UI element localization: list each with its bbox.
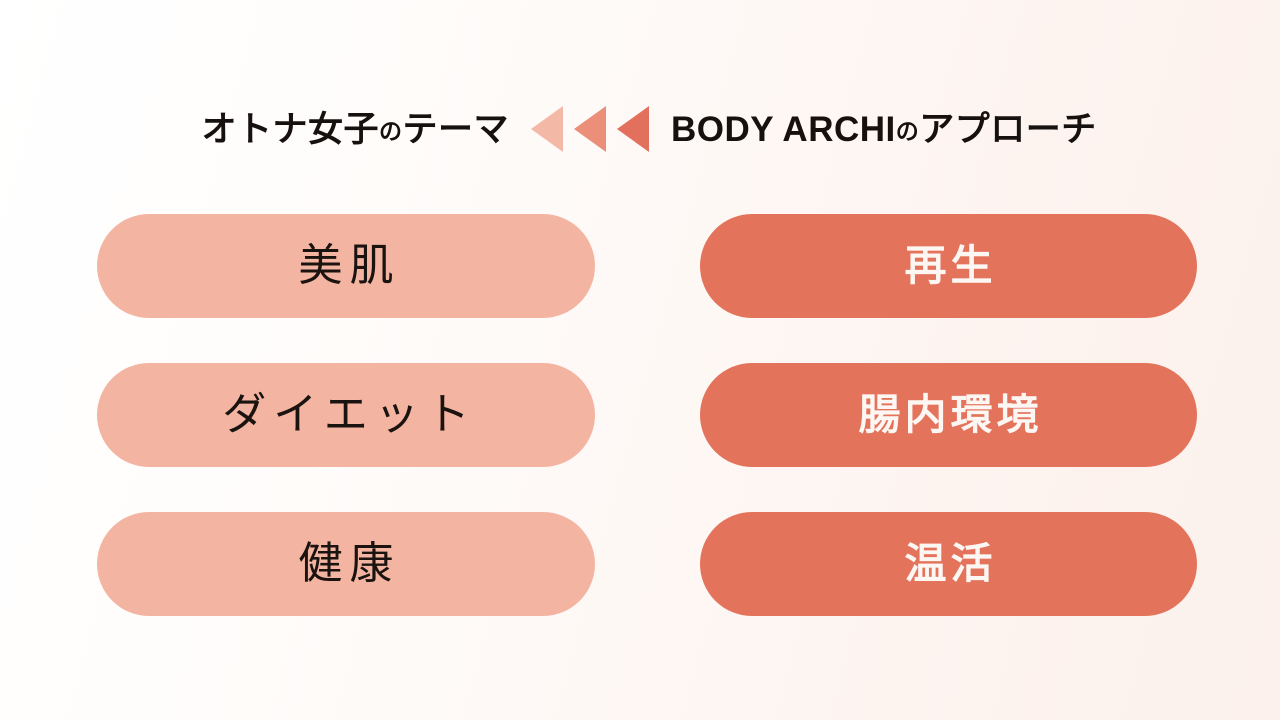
heading-right: BODY ARCHIのアプローチ: [649, 112, 1149, 147]
approach-column: 再生 腸内環境 温活: [700, 214, 1197, 616]
heading-left-prefix: オトナ女子: [201, 109, 379, 149]
triangle-left-icon-3: [617, 106, 649, 152]
heading-left: オトナ女子のテーマ: [131, 112, 531, 147]
heading-right-suffix: アプローチ: [919, 109, 1097, 149]
approach-pill-label-3: 温活: [904, 540, 997, 587]
theme-pill-label-2: ダイエット: [222, 390, 477, 439]
theme-column: 美肌 ダイエット 健康: [97, 214, 595, 616]
approach-pill-3: 温活: [700, 512, 1197, 616]
arrow-group: [531, 106, 649, 152]
theme-pill-2: ダイエット: [97, 363, 595, 467]
theme-pill-label-3: 健康: [298, 539, 401, 588]
theme-pill-3: 健康: [97, 512, 595, 616]
heading-row: オトナ女子のテーマ BODY ARCHIのアプローチ: [0, 98, 1280, 160]
heading-right-prefix: BODY ARCHI: [671, 109, 896, 149]
heading-left-particle: の: [378, 117, 403, 144]
theme-pill-1: 美肌: [97, 214, 595, 318]
approach-pill-1: 再生: [700, 214, 1197, 318]
approach-pill-2: 腸内環境: [700, 363, 1197, 467]
triangle-left-icon-2: [574, 106, 606, 152]
approach-pill-label-1: 再生: [904, 242, 997, 289]
approach-pill-label-2: 腸内環境: [858, 391, 1043, 438]
heading-right-particle: の: [895, 117, 920, 144]
triangle-left-icon-1: [531, 106, 563, 152]
heading-left-suffix: テーマ: [402, 109, 509, 149]
theme-pill-label-1: 美肌: [298, 241, 401, 290]
